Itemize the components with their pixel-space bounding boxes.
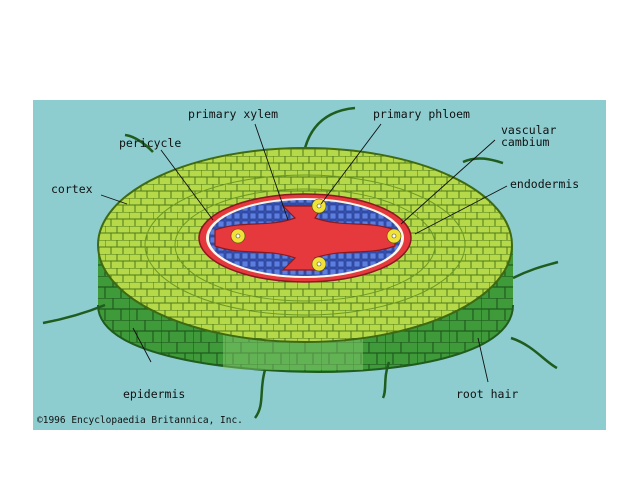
root-hair-icon: [42, 303, 106, 325]
label-pericycle: pericycle: [119, 136, 182, 150]
label-epidermis: epidermis: [123, 387, 186, 401]
label-vascular-cambium: vascular cambium: [501, 123, 557, 149]
leader-lines: [100, 123, 508, 383]
root-hair-icon: [303, 106, 356, 149]
label-endodermis: endodermis: [510, 177, 580, 191]
root-hair-icon: [510, 336, 558, 370]
label-primary-xylem: primary xylem: [188, 107, 279, 121]
root-hair-icon: [124, 133, 154, 153]
root-hairs-back: [124, 106, 504, 165]
root-cross-section-diagram: [42, 106, 559, 419]
root-hair-icon: [253, 369, 267, 419]
root-hair-icon: [462, 157, 504, 165]
root-hair-icon: [381, 361, 391, 399]
label-root-hair: root hair: [456, 387, 519, 401]
label-primary-phloem: primary phloem: [373, 107, 470, 121]
root-hairs-front: [42, 260, 559, 419]
diagram-panel: primary xylem primary phloem pericycle v…: [33, 100, 606, 430]
label-cortex: cortex: [51, 182, 93, 196]
copyright-notice: ©1996 Encyclopaedia Britannica, Inc.: [37, 415, 243, 426]
root-hair-icon: [512, 260, 559, 280]
